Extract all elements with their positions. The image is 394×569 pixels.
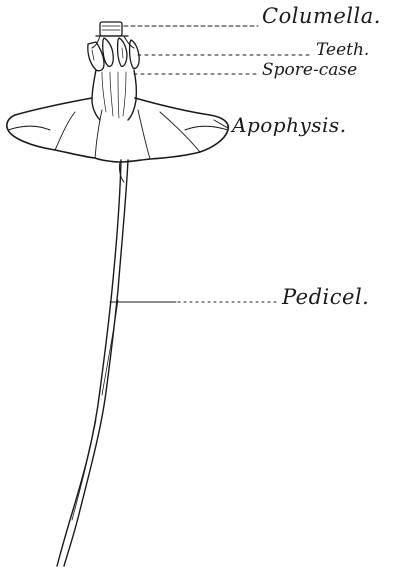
label-spore-case: Spore-case: [262, 62, 357, 79]
label-teeth: Teeth.: [316, 42, 369, 59]
teeth-peristome: [88, 38, 139, 71]
label-apophysis: Apophysis.: [232, 115, 347, 135]
label-pedicel: Pedicel.: [282, 287, 369, 308]
apophysis-shape: [7, 98, 228, 182]
label-columella: Columella.: [262, 6, 381, 27]
spore-case-body: [92, 70, 136, 120]
pedicel-stalk: [57, 160, 128, 566]
